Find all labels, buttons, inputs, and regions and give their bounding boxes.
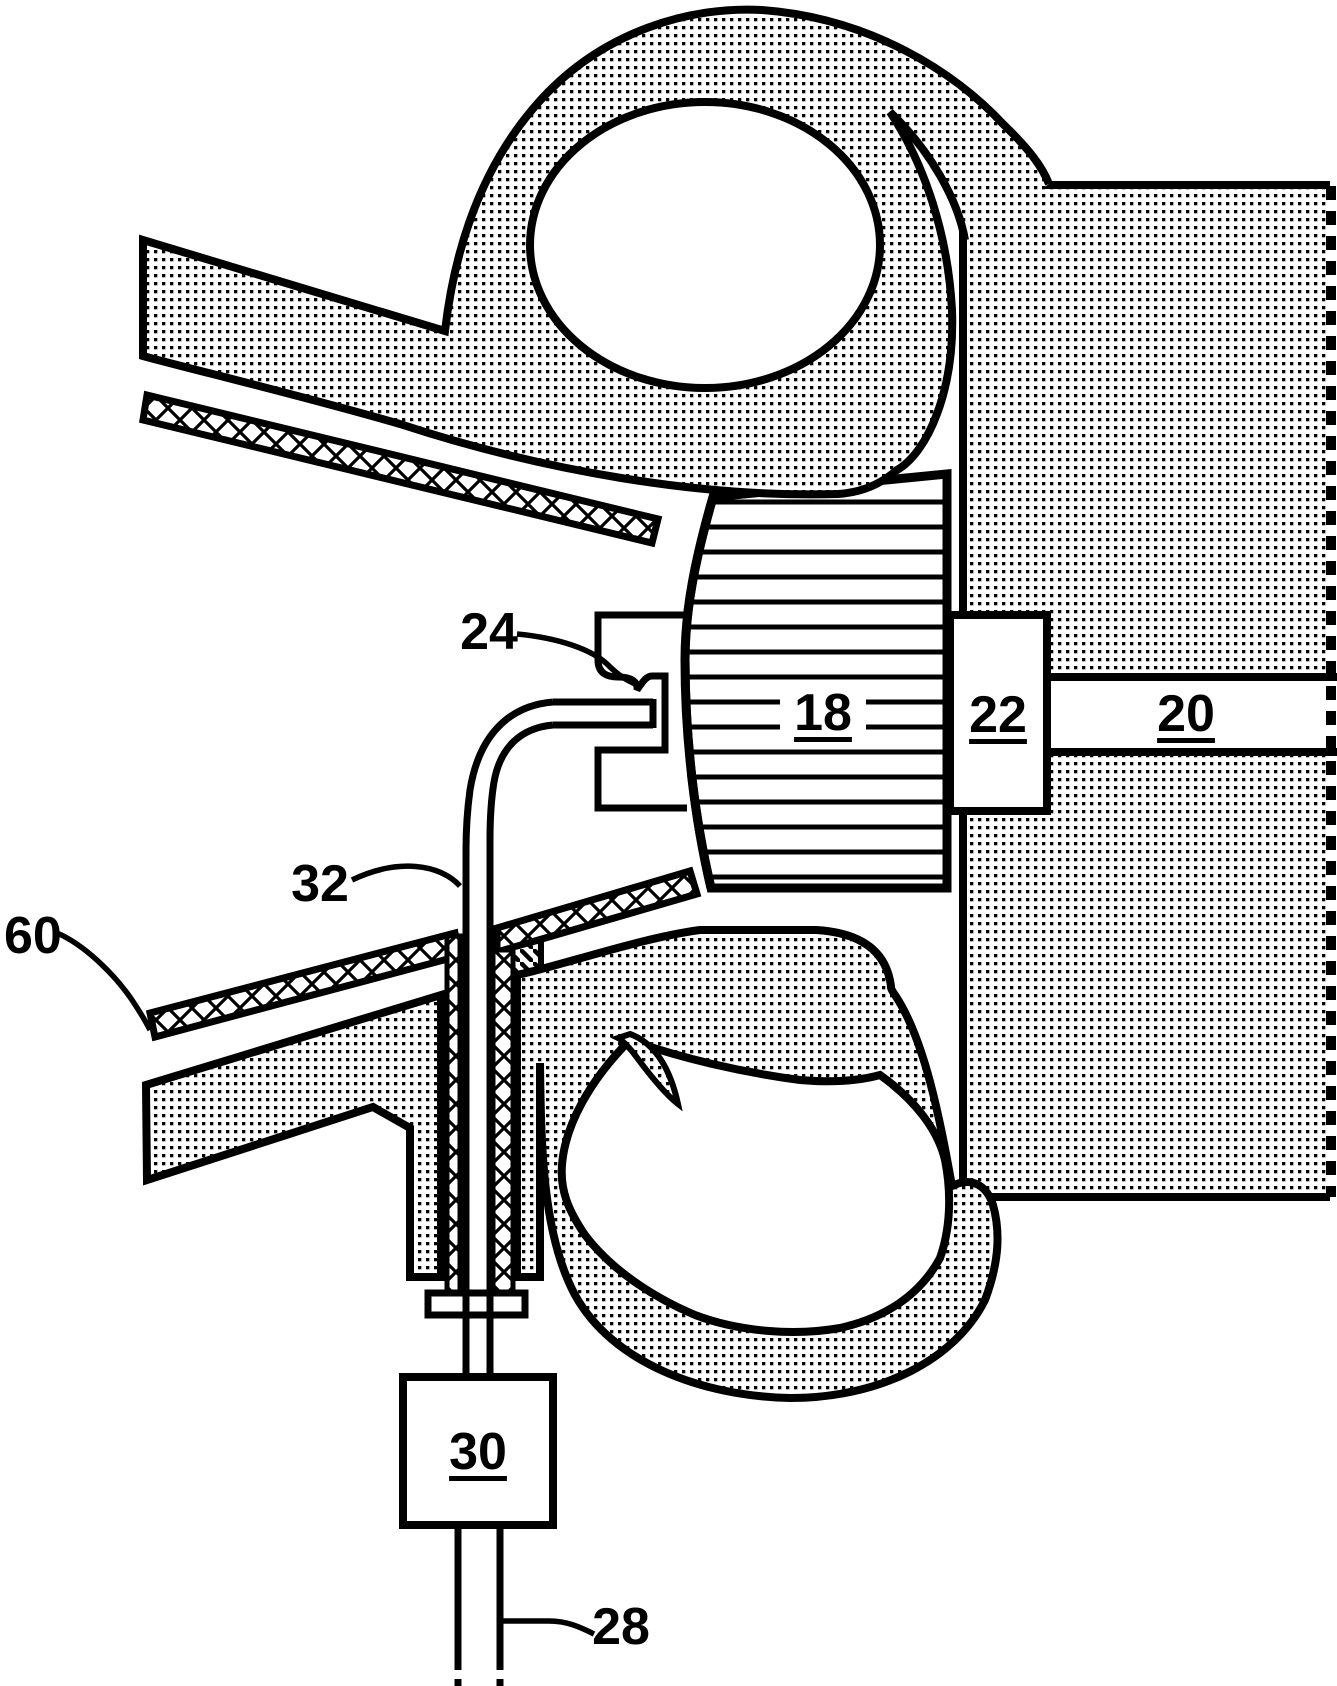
box-30 [399, 1373, 557, 1529]
ref-label-28: 28 [592, 1598, 650, 1656]
tube-sleeves-60 [444, 933, 516, 1296]
leader-32 [350, 863, 463, 888]
ref-label-30: 30 [449, 1423, 507, 1481]
lower-left-slab [141, 989, 445, 1281]
lower-scroll-inner-lumen [557, 1035, 954, 1336]
leader-60 [55, 930, 153, 1032]
tube-28 [454, 1525, 504, 1686]
ref-label-60: 60 [4, 907, 62, 965]
bracket-24 [594, 611, 687, 812]
disc-18-left-edge [680, 495, 718, 890]
ref-label-18: 18 [794, 684, 852, 742]
block-22 [946, 611, 1051, 815]
lower-scroll-volute [513, 926, 1002, 1403]
tube-collar [424, 1289, 529, 1319]
leader-lines [55, 631, 637, 1637]
passage-20-channel [1043, 673, 1337, 756]
ref-label-22: 22 [969, 686, 1027, 744]
upper-scroll-inner-lumen [526, 98, 884, 392]
ref-label-20: 20 [1157, 685, 1215, 743]
ref-label-32: 32 [291, 855, 349, 913]
lower-scroll-curl-tip [610, 1030, 683, 1112]
leader-24 [516, 631, 637, 687]
ref-label-24: 24 [460, 603, 518, 661]
upper-seal-strip [139, 390, 663, 548]
tube-32 [462, 698, 657, 1375]
upper-scroll-volute [139, 5, 1053, 499]
disc-18-stripes [685, 499, 947, 880]
leader-28 [503, 1618, 596, 1637]
